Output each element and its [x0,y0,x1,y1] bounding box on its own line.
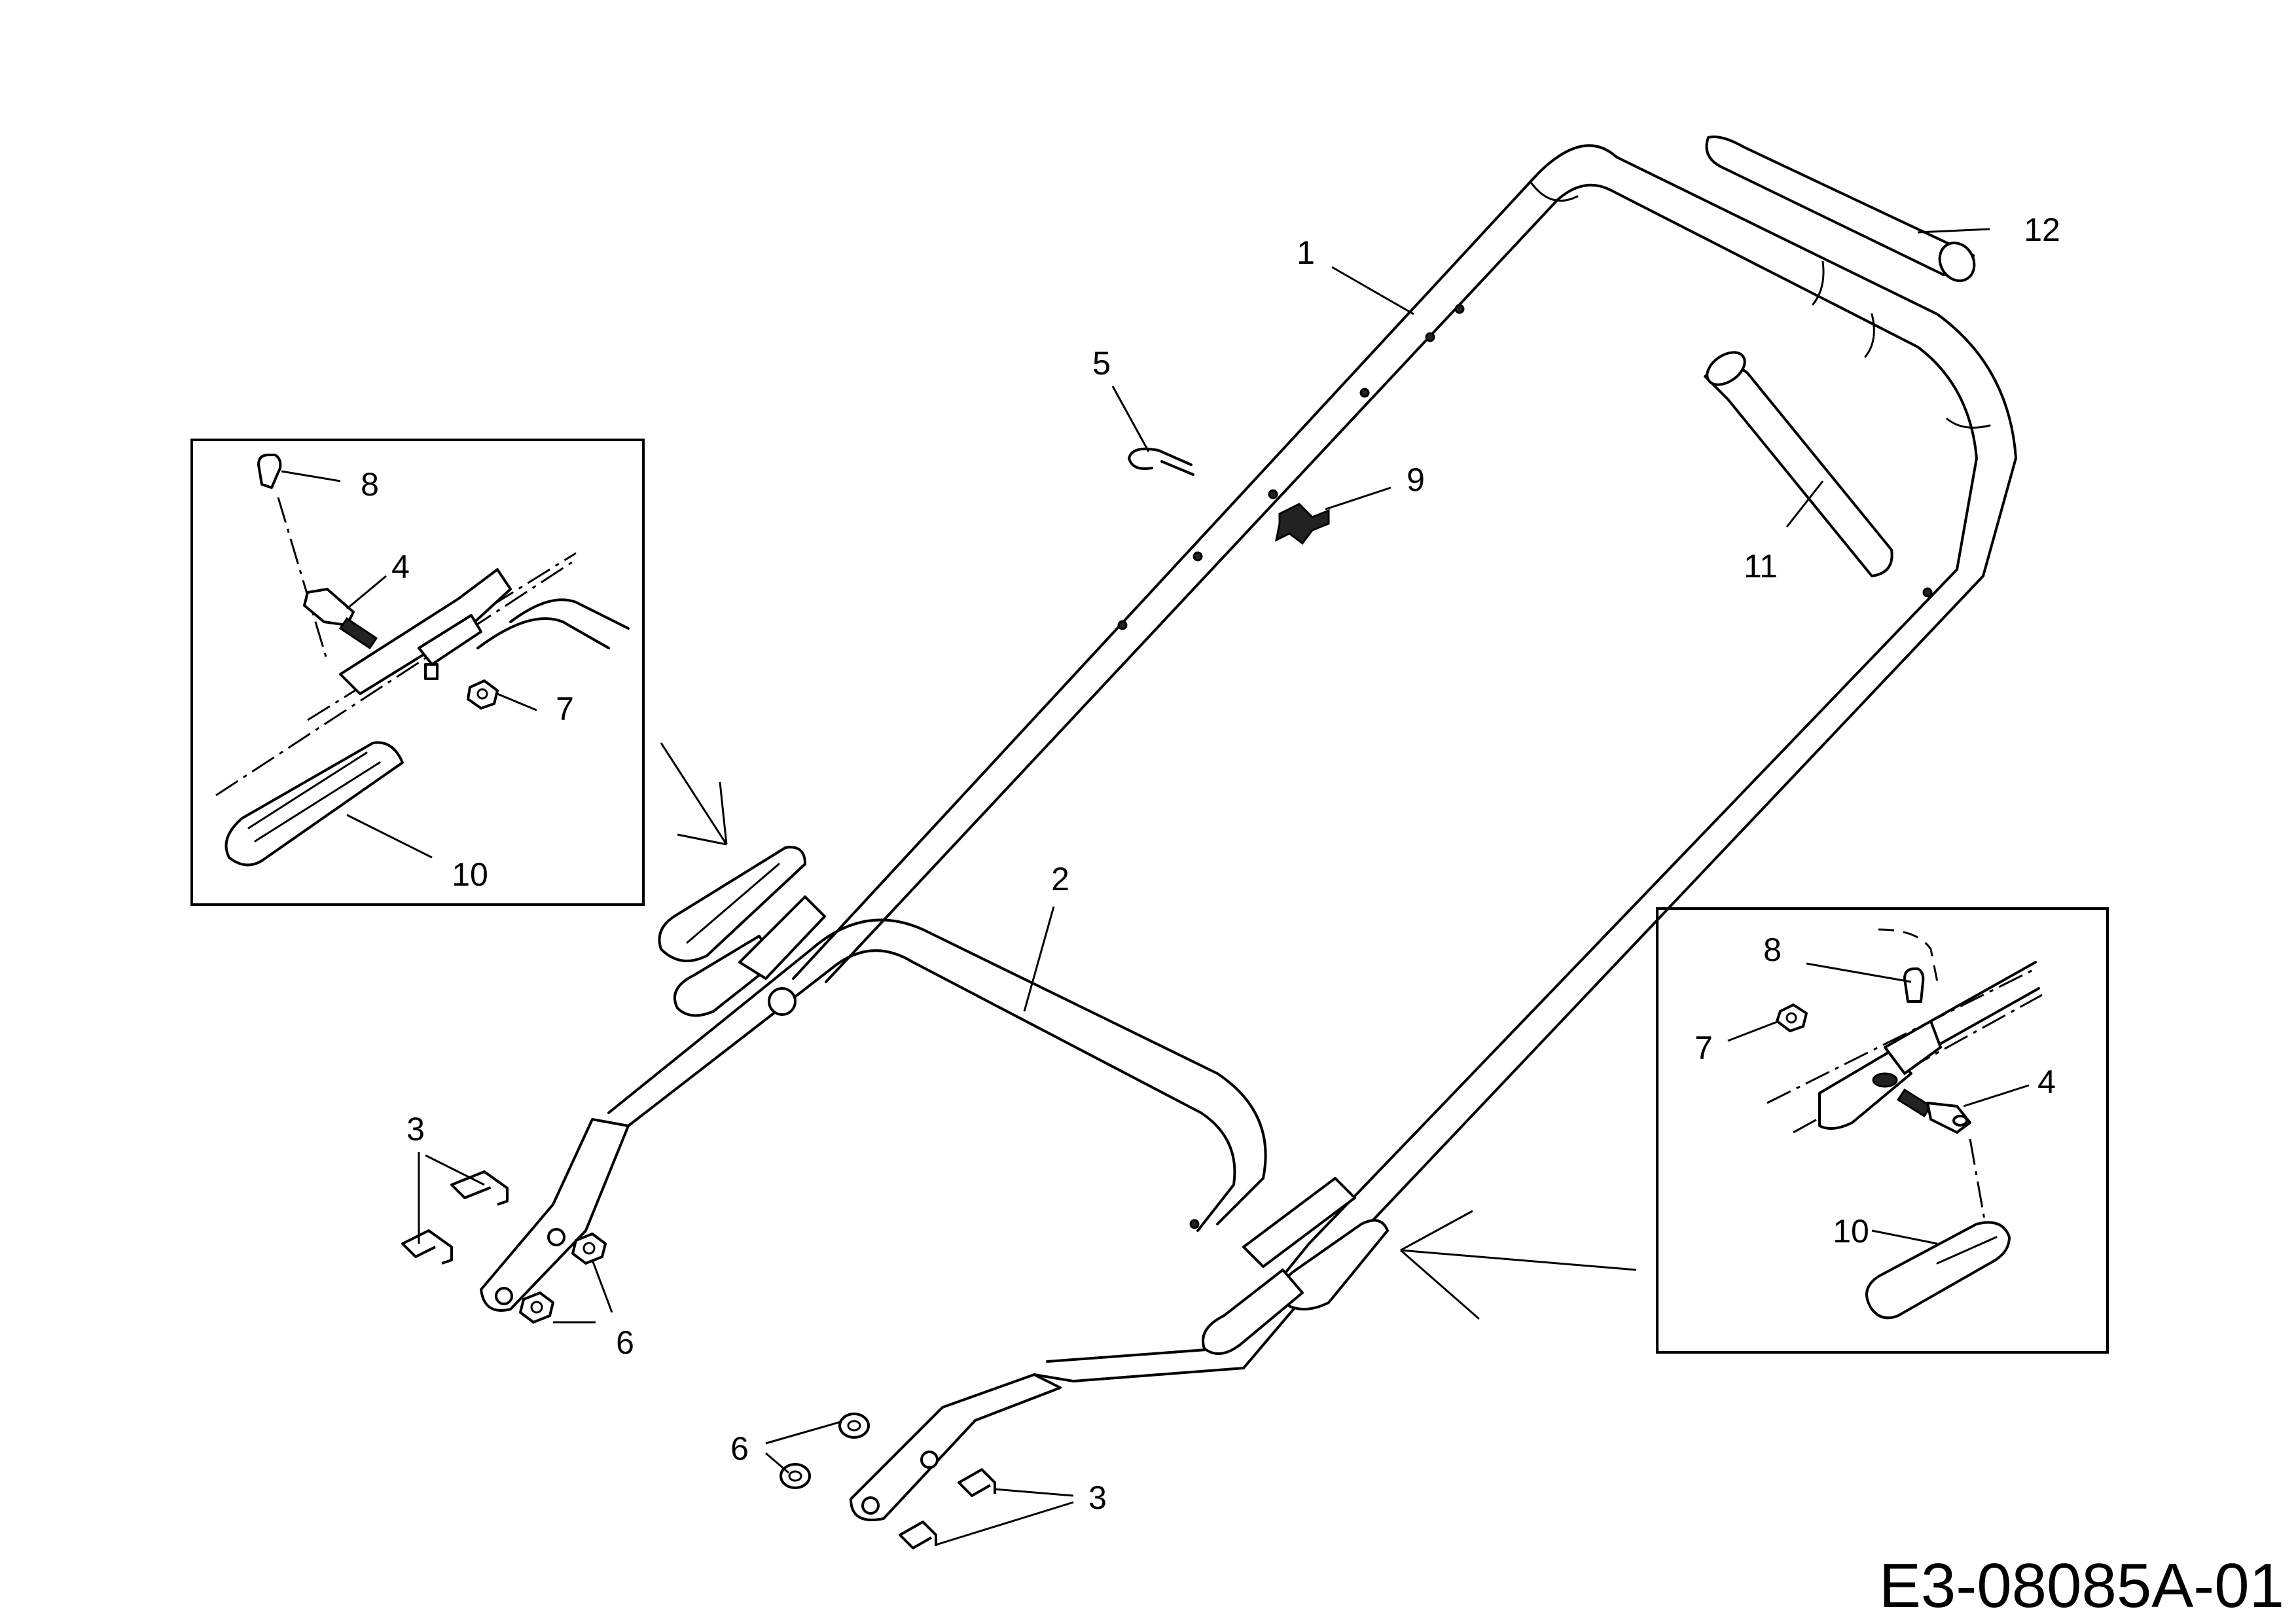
bolt-upper-left [450,1170,509,1206]
washer-lower [780,1463,811,1489]
callout-10-left-detail: 10 [452,856,488,893]
callout-10-right-detail: 10 [1833,1213,1869,1250]
callout-3-bottom: 3 [1088,1479,1107,1516]
detail-arrow-right [1400,1210,1637,1320]
callout-4-right-detail: 4 [2037,1064,2056,1100]
callout-labels: 1 2 3 3 4 4 5 6 6 7 7 8 8 9 10 10 11 12 [361,211,2060,1516]
detail-view-left [190,439,645,906]
bolt-center-lower [899,1521,937,1549]
callout-11: 11 [1744,548,1778,585]
upper-handle [792,144,2017,1369]
cam-lever-right [1202,1177,1389,1355]
drawing-reference-code: E3-08085A-01 [1879,1551,2284,1621]
cam-lever-left [658,846,826,1017]
callout-2: 2 [1051,861,1069,897]
lower-handle [480,918,1267,1521]
grip-short [1704,351,1893,577]
callout-7-right-detail: 7 [1695,1030,1713,1066]
callout-8-right-detail: 8 [1763,931,1782,968]
leader-lines [418,228,1990,1546]
callout-3-left: 3 [406,1111,425,1147]
bolt-center-upper [958,1468,996,1497]
callout-9: 9 [1407,461,1425,498]
detail-arrow-left [660,742,728,846]
callout-5: 5 [1092,345,1111,382]
cable-guide [1128,447,1194,476]
washer-upper [838,1413,870,1439]
grip-long [1705,135,1976,282]
callout-7-left-detail: 7 [556,691,574,727]
detail-view-right [1656,907,2109,1354]
callout-8-left-detail: 8 [361,466,379,503]
callout-6-bottom: 6 [730,1430,749,1467]
bolt-lower-left [401,1229,453,1265]
callout-12: 12 [2024,211,2060,248]
wing-knob [1274,503,1330,545]
nut-lower-left [519,1291,554,1324]
callout-1: 1 [1297,234,1315,271]
callout-4-left-detail: 4 [391,549,410,585]
callout-6-left: 6 [616,1324,634,1361]
nut-upper-left [571,1233,607,1265]
handle-lower-right-leg [1033,1347,1245,1382]
